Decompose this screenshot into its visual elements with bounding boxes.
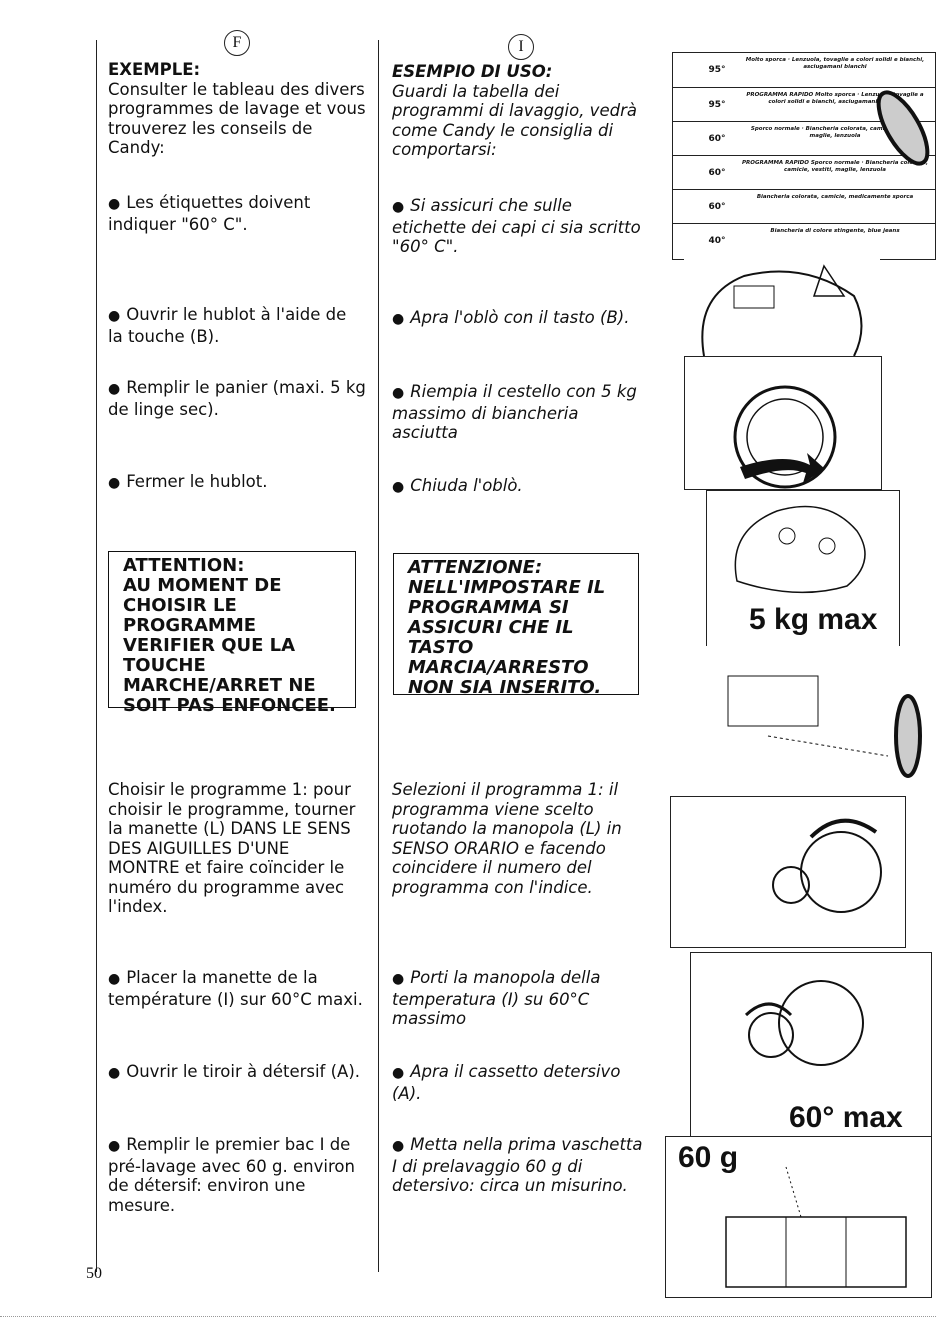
washer-door-illustration <box>684 356 882 490</box>
italian-warning-box: ATTENZIONE: NELL'IMPOSTARE IL PROGRAMMA … <box>393 553 639 698</box>
temperature-symbol-icon: 40° <box>708 236 726 246</box>
french-bullet-fill-drum: Remplir le panier (maxi. 5 kg de linge s… <box>108 378 366 419</box>
french-heading: EXEMPLE: <box>108 60 201 79</box>
italian-bullet-temperature: Porti la manopola della temperatura (I) … <box>392 968 648 1029</box>
french-warning-title: ATTENTION: <box>123 555 245 576</box>
italian-bullet-open-door: Apra l'oblò con il tasto (B). <box>392 308 648 330</box>
italian-warning-body: NELL'IMPOSTARE IL PROGRAMMA SI ASSICURI … <box>408 577 606 698</box>
french-intro-text: Consulter le tableau des divers programm… <box>108 79 366 158</box>
italian-warning-title: ATTENZIONE: <box>408 557 543 578</box>
italian-intro-text: Guardi la tabella dei programmi di lavag… <box>392 81 637 160</box>
french-warning-box: ATTENTION: AU MOMENT DE CHOISIR LE PROGR… <box>108 551 356 716</box>
french-bullet-detergent: Remplir le premier bac I de pré-lavage a… <box>108 1135 366 1215</box>
table-row: 60° Biancheria colorata, camicie, medica… <box>673 189 935 212</box>
temperature-symbol-icon: 95° <box>708 100 726 110</box>
temperature-symbol-icon: 60° <box>708 168 726 178</box>
magnifier-icon <box>876 90 930 166</box>
weight-caption: 5 kg max <box>749 603 878 636</box>
french-language-badge: F <box>224 30 250 56</box>
italian-select-program: Selezioni il programma 1: il programma v… <box>392 780 622 897</box>
control-panel-illustration <box>668 646 930 794</box>
italian-intro: ESEMPIO DI USO: Guardi la tabella dei pr… <box>392 62 648 160</box>
program-table: 95° Molto sporca · Lenzuola, tovaglie a … <box>672 52 936 260</box>
table-row: 95° PROGRAMMA RAPIDO Molto sporca · Lenz… <box>673 87 935 110</box>
table-row: 40° Biancheria di colore stingente, blue… <box>673 223 935 246</box>
page-number: 50 <box>86 1265 102 1282</box>
french-bullet-open-drawer: Ouvrir le tiroir à détersif (A). <box>108 1062 366 1084</box>
table-row: 60° Sporco normale · Biancheria colorata… <box>673 121 935 144</box>
italian-bullet-close-door: Chiuda l'oblò. <box>392 476 648 498</box>
bottom-dotted-rule <box>0 1316 936 1317</box>
table-row: 60° PROGRAMMA RAPIDO Sporco normale · Bi… <box>673 155 935 178</box>
italian-bullet-open-drawer: Apra il cassetto detersivo (A). <box>392 1062 648 1103</box>
french-select-program: Choisir le programme 1: pour choisir le … <box>108 780 356 916</box>
column-divider-middle <box>378 40 379 1272</box>
garment-label-illustration <box>684 256 880 364</box>
french-intro: EXEMPLE: Consulter le tableau des divers… <box>108 60 366 158</box>
french-bullet-close-door: Fermer le hublot. <box>108 472 366 494</box>
laundry-load-illustration: 5 kg max <box>706 490 900 648</box>
temperature-symbol-icon: 60° <box>708 134 726 144</box>
italian-bullet-fill-drum: Riempia il cestello con 5 kg massimo di … <box>392 382 648 443</box>
temperature-caption: 60° max <box>789 1101 903 1134</box>
detergent-drawer-illustration: 60 g <box>665 1136 932 1298</box>
italian-language-badge: I <box>508 34 534 60</box>
column-divider-left <box>96 40 97 1272</box>
french-bullet-temperature: Placer la manette de la température (I) … <box>108 968 366 1009</box>
french-bullet-labels: Les étiquettes doivent indiquer "60° C". <box>108 193 366 234</box>
french-bullet-open-door: Ouvrir le hublot à l'aide de la touche (… <box>108 305 366 346</box>
temperature-knob-illustration: 60° max <box>690 952 932 1142</box>
temperature-symbol-icon: 60° <box>708 202 726 212</box>
italian-bullet-detergent: Metta nella prima vaschetta I di prelava… <box>392 1135 648 1196</box>
italian-heading: ESEMPIO DI USO: <box>392 62 553 81</box>
temperature-symbol-icon: 95° <box>708 65 726 75</box>
italian-bullet-labels: Si assicuri che sulle etichette dei capi… <box>392 196 648 257</box>
program-knob-illustration <box>670 796 906 948</box>
detergent-caption: 60 g <box>678 1141 739 1174</box>
french-warning-body: AU MOMENT DE CHOISIR LE PROGRAMME VERIFI… <box>123 575 336 716</box>
